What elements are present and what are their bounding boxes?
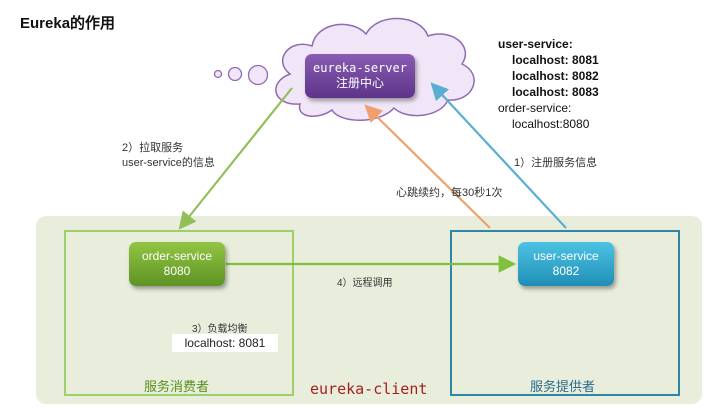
- eureka-server-node: eureka-server 注册中心: [305, 54, 415, 98]
- registry-service-name: order-service:: [498, 101, 572, 115]
- registry-service-name: user-service:: [498, 37, 573, 51]
- cloud-bubble-small: [213, 69, 223, 79]
- eureka-server-subtitle: 注册中心: [335, 76, 384, 90]
- registry-instance: localhost:8080: [512, 117, 590, 131]
- user-service-name: user-service: [533, 249, 599, 263]
- register-label: 1）注册服务信息: [514, 157, 598, 169]
- heartbeat-arrow: [364, 104, 491, 229]
- registry-instance: localhost: 8082: [512, 69, 599, 83]
- page-title: Eureka的作用: [20, 15, 116, 32]
- pull-label-line-2: user-service的信息: [122, 157, 215, 169]
- pull-label-line-1: 2）拉取服务: [122, 142, 184, 154]
- consumer-group-box: [64, 230, 294, 396]
- provider-caption: 服务提供者: [530, 379, 596, 394]
- user-service-node: user-service 8082: [518, 242, 614, 286]
- remote-call-label: 4）远程调用: [337, 278, 393, 289]
- user-service-port: 8082: [552, 264, 580, 278]
- provider-group-box: [450, 230, 680, 396]
- eureka-client-label: eureka-client: [310, 380, 428, 398]
- order-service-node: order-service 8080: [129, 242, 225, 286]
- heartbeat-label: 心跳续约，每30秒1次: [396, 187, 503, 199]
- registry-list: user-service: localhost: 8081 localhost:…: [498, 36, 599, 132]
- pull-label: 2）拉取服务 user-service的信息: [122, 141, 215, 171]
- cloud-bubble-medium: [227, 66, 243, 82]
- pull-arrow: [178, 87, 293, 230]
- registry-instance: localhost: 8081: [512, 53, 599, 67]
- chosen-address: localhost: 8081: [172, 334, 278, 352]
- eureka-server-name: eureka-server: [313, 61, 407, 75]
- order-service-port: 8080: [163, 264, 191, 278]
- register-arrow: [430, 82, 567, 229]
- consumer-caption: 服务消费者: [144, 379, 210, 394]
- load-balance-label: 3）负载均衡: [192, 324, 248, 335]
- cloud-bubble-large: [247, 64, 269, 86]
- order-service-name: order-service: [141, 249, 213, 263]
- registry-instance: localhost: 8083: [512, 85, 599, 99]
